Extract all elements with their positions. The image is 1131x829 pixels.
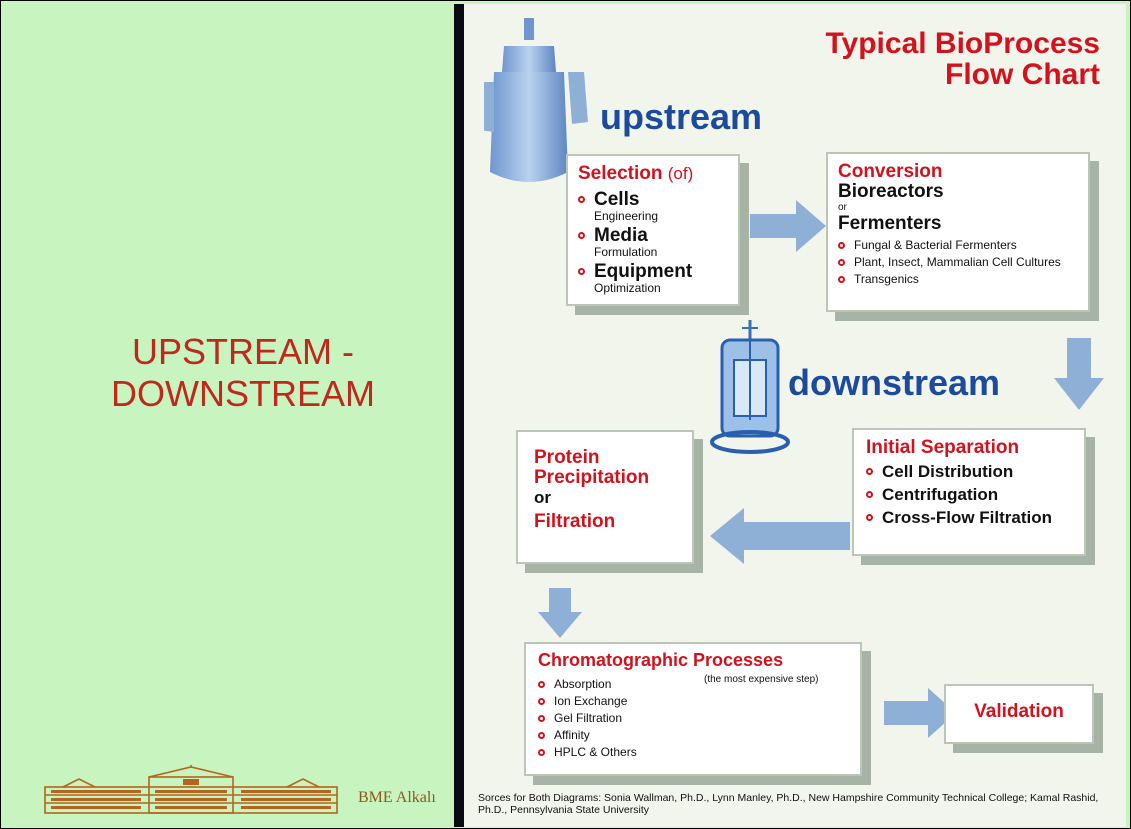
footer-text: BME Alkalı	[358, 789, 436, 806]
slide-title-line-1: UPSTREAM -	[131, 331, 354, 372]
bme-building-logo	[44, 765, 338, 814]
bioreactor-vessel-icon	[484, 18, 588, 182]
selection-item-equipment: Equipment	[578, 262, 728, 282]
conversion-heading: Conversion	[838, 161, 943, 182]
chromatography-item-3: Gel Filtration	[538, 710, 848, 727]
precipitation-or: or	[534, 488, 551, 507]
initial-separation-heading: Initial Separation	[866, 437, 1020, 458]
poster-left-edge	[454, 4, 464, 827]
chromatography-item-1: Absorption	[538, 676, 848, 693]
arrow-right-small-icon	[884, 688, 956, 738]
initial-separation-box: Initial Separation Cell Distribution Cen…	[852, 428, 1086, 556]
separation-item-2: Centrifugation	[866, 483, 1072, 506]
chromatography-heading: Chromatographic Processes	[538, 650, 784, 670]
protein-precipitation-box: Protein Precipitation or Filtration	[516, 430, 694, 564]
slide-title: UPSTREAM - DOWNSTREAM	[53, 331, 433, 415]
slide-title-line-2: DOWNSTREAM	[111, 373, 375, 414]
downstream-label: downstream	[788, 362, 1001, 403]
precipitation-heading-1: Protein	[534, 447, 600, 468]
conversion-item-2: Plant, Insect, Mammalian Cell Cultures	[838, 254, 1078, 271]
selection-heading-text: Selection	[578, 163, 663, 184]
selection-heading: Selection (of)	[578, 164, 728, 184]
selection-item-equipment-sub: Optimization	[594, 281, 661, 295]
arrow-left-icon	[710, 508, 850, 564]
arrow-right-icon	[750, 200, 826, 252]
downstream-vessel-icon	[710, 320, 790, 454]
conversion-item-1: Fungal & Bacterial Fermenters	[838, 237, 1078, 254]
separation-item-3: Cross-Flow Filtration	[866, 506, 1072, 529]
conversion-line-1: Bioreactors	[838, 181, 944, 202]
precipitation-heading-2: Precipitation	[534, 467, 650, 488]
separation-item-1: Cell Distribution	[866, 460, 1072, 483]
conversion-item-3: Transgenics	[838, 271, 1078, 288]
chromatography-box: Chromatographic Processes (the most expe…	[524, 642, 862, 776]
arrow-down-icon	[1054, 338, 1104, 410]
chromatography-note: (the most expensive step)	[704, 674, 819, 685]
chromatography-item-5: HPLC & Others	[538, 744, 848, 761]
selection-heading-note: (of)	[667, 164, 694, 183]
selection-item-media-sub: Formulation	[594, 245, 658, 259]
validation-label: Validation	[974, 701, 1064, 722]
selection-item-media: Media	[578, 226, 728, 246]
precipitation-heading-3: Filtration	[534, 511, 616, 532]
conversion-line-2: Fermenters	[838, 213, 942, 234]
upstream-label: upstream	[600, 96, 763, 137]
chromatography-item-2: Ion Exchange	[538, 693, 848, 710]
flow-chart-poster: Typical BioProcess Flow Chart upstream S…	[454, 4, 1126, 827]
selection-item-cells-sub: Engineering	[594, 209, 659, 223]
conversion-box: Conversion Bioreactors or Fermenters Fun…	[826, 152, 1090, 312]
selection-box: Selection (of) Cells Engineering Media F…	[566, 154, 740, 306]
chromatography-item-4: Affinity	[538, 727, 848, 744]
poster-title-line-1: Typical BioProcess	[825, 27, 1100, 60]
conversion-or: or	[838, 202, 847, 213]
poster-title: Typical BioProcess Flow Chart	[825, 28, 1100, 90]
poster-title-line-2: Flow Chart	[945, 58, 1100, 91]
validation-box: Validation	[944, 684, 1094, 744]
selection-item-cells: Cells	[578, 190, 728, 210]
arrow-down-small-icon	[538, 588, 582, 638]
poster-credits: Sorces for Both Diagrams: Sonia Wallman,…	[478, 792, 1099, 816]
